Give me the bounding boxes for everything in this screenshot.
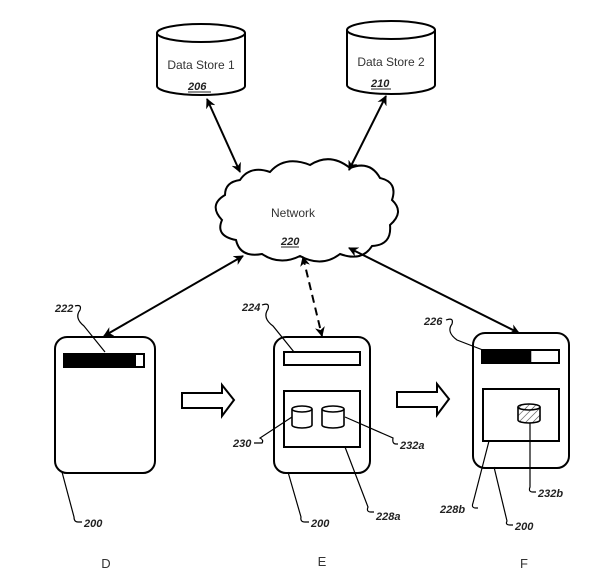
panel-label-e: E bbox=[318, 554, 327, 569]
ref-label: 228b bbox=[439, 504, 465, 516]
panel-label-d: D bbox=[101, 556, 110, 571]
network-ref: 220 bbox=[280, 236, 300, 248]
ref-label: 200 bbox=[83, 518, 103, 530]
data-store-2-label: Data Store 2 bbox=[357, 55, 425, 69]
data-store-1: Data Store 1 206 bbox=[156, 23, 246, 96]
network-label: Network bbox=[271, 206, 316, 220]
connector-network-f bbox=[348, 247, 520, 334]
ref-label: 200 bbox=[514, 521, 534, 533]
hatched-cylinder-icon bbox=[517, 403, 541, 424]
connector-store1-network bbox=[206, 98, 241, 173]
block-arrow-e-to-f bbox=[396, 381, 451, 418]
device-d-frame bbox=[54, 336, 156, 474]
cylinder-icon bbox=[321, 405, 345, 429]
device-f-frame bbox=[472, 332, 570, 469]
device-e-bar-track bbox=[283, 351, 361, 366]
device-e-frame bbox=[273, 336, 371, 474]
ref-label: 228a bbox=[375, 511, 400, 523]
cylinder-icon bbox=[291, 405, 313, 429]
device-e: 224 230 232a 200 228a E bbox=[232, 302, 424, 569]
device-f-container bbox=[482, 388, 560, 442]
ref-label: 226 bbox=[423, 316, 443, 328]
device-d-bar-fill bbox=[64, 354, 136, 367]
block-arrow-d-to-e bbox=[181, 382, 236, 419]
connector-store2-network bbox=[348, 95, 387, 171]
connector-network-d bbox=[103, 255, 244, 337]
data-store-2: Data Store 2 210 bbox=[346, 20, 436, 95]
ref-label: 200 bbox=[310, 518, 330, 530]
device-e-container bbox=[283, 390, 361, 448]
cloud-icon bbox=[214, 158, 399, 263]
ref-label: 232b bbox=[537, 488, 563, 500]
panel-label-f: F bbox=[520, 556, 528, 571]
device-f-bar-fill bbox=[482, 350, 532, 363]
cylinder-icon bbox=[156, 33, 246, 96]
ref-label: 224 bbox=[241, 302, 260, 314]
data-store-2-ref: 210 bbox=[370, 78, 390, 90]
ref-label: 230 bbox=[232, 438, 252, 450]
network-cloud: Network 220 bbox=[214, 158, 399, 263]
cylinder-icon bbox=[346, 30, 436, 95]
device-d: 222 200 D bbox=[54, 303, 156, 571]
data-store-1-label: Data Store 1 bbox=[167, 58, 235, 72]
device-f: 226 232b 228b 200 F bbox=[423, 316, 570, 571]
ref-label: 222 bbox=[54, 303, 73, 315]
connector-network-e bbox=[300, 256, 325, 337]
ref-label: 232a bbox=[399, 440, 424, 452]
data-store-1-ref: 206 bbox=[187, 81, 207, 93]
